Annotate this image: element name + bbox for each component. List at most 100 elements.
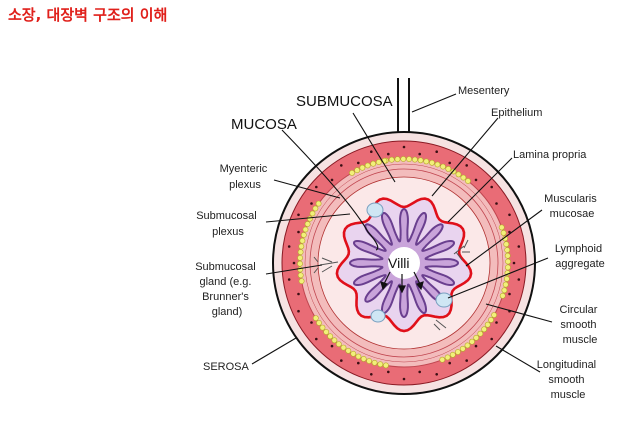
- mesentery-stalk: [397, 78, 410, 138]
- muscle-nucleus: [448, 361, 452, 365]
- plexus-ganglion: [316, 319, 322, 326]
- label-submucosa: SUBMUCOSA: [296, 93, 393, 110]
- submucosal-plexus-leader: [265, 213, 351, 223]
- muscle-nucleus: [512, 261, 516, 265]
- muscle-nucleus: [517, 278, 521, 281]
- plexus-ganglion: [439, 356, 446, 363]
- plexus-ganglion: [481, 326, 487, 333]
- lamina-propria-leader: [447, 157, 513, 223]
- label-muscularis-mucosae: Muscularis mucosae: [544, 193, 600, 220]
- lymphoid-aggregate-leader: [447, 257, 549, 299]
- plexus-ganglion: [370, 160, 377, 167]
- longitudinal-muscle-nuclei: [287, 145, 521, 381]
- plexus-ganglion: [297, 272, 304, 279]
- lumen: [388, 247, 420, 279]
- muscle-fibre-line: [304, 163, 504, 363]
- plexus-ganglion: [323, 329, 330, 335]
- muscle-nucleus: [465, 359, 469, 362]
- plexus-ganglion: [388, 156, 395, 163]
- muscle-nucleus: [370, 150, 373, 153]
- muscle-nucleus: [508, 230, 511, 234]
- plexus-ganglion: [491, 312, 497, 318]
- plexus-ganglion: [440, 163, 446, 170]
- plexus-ganglion: [394, 156, 401, 163]
- muscle-nucleus: [315, 185, 318, 189]
- plexus-ganglion: [501, 287, 508, 294]
- submucosal-gland: [313, 239, 470, 331]
- plexus-ganglion: [503, 241, 510, 248]
- plexus-ganglion: [464, 342, 471, 349]
- muscle-nucleus: [330, 178, 334, 182]
- muscle-nucleus: [508, 213, 511, 217]
- muscle-nucleus: [495, 202, 498, 205]
- muscle-nucleus: [292, 261, 296, 265]
- plexus-ganglion: [411, 156, 418, 163]
- muscle-fibre-line: [309, 168, 499, 358]
- plexus-ganglion: [449, 351, 456, 358]
- plexus-ganglion: [504, 247, 511, 253]
- label-mesentery: Mesentery: [458, 85, 510, 97]
- plexus-ganglion: [350, 350, 357, 357]
- muscle-nucleus: [495, 321, 498, 324]
- label-lamina-propria: Lamina propria: [513, 149, 587, 161]
- plexus-ganglion: [299, 237, 306, 244]
- plexus-ganglion: [354, 167, 360, 174]
- muscle-nucleus: [310, 321, 313, 324]
- plexus-ganglion: [503, 275, 510, 282]
- muscle-nucleus: [340, 359, 343, 362]
- plexus-ganglion: [484, 321, 491, 328]
- plexus-ganglion: [382, 362, 389, 369]
- plexus-ganglion: [488, 316, 494, 323]
- serosa-leader: [251, 337, 297, 365]
- plexus-ganglion: [312, 315, 319, 321]
- leader-lines: [251, 93, 553, 373]
- plexus-ganglion: [302, 226, 309, 233]
- plexus-ganglion: [499, 292, 506, 299]
- label-serosa: SEROSA: [203, 361, 250, 373]
- plexus-ganglion: [377, 361, 384, 368]
- page-title: 소장, 대장벽 구조의 이해: [8, 6, 168, 24]
- plexus-ganglion: [473, 334, 480, 341]
- plexus-ganglion: [444, 354, 451, 361]
- plexus-ganglion: [355, 353, 362, 360]
- muscle-nucleus: [330, 344, 334, 348]
- muscle-nucleus: [310, 202, 313, 205]
- muscle-nucleus: [387, 152, 390, 156]
- muscle-nucleus: [517, 245, 521, 248]
- plexus-ganglion: [335, 341, 342, 347]
- plexus-ganglion: [469, 338, 475, 345]
- plexus-ganglion: [417, 157, 424, 164]
- plexus-ganglion: [319, 324, 326, 331]
- plexus-ganglion: [434, 161, 441, 168]
- muscle-nucleus: [387, 370, 390, 374]
- circular-muscle-leader: [485, 303, 553, 323]
- epithelium-leader: [431, 117, 499, 197]
- lymphoid-aggregate: [366, 202, 453, 323]
- muscle-nucleus: [508, 292, 511, 296]
- plexus-ganglion: [315, 200, 322, 207]
- muscle-nucleus: [370, 373, 373, 376]
- muscle-nucleus: [287, 278, 291, 281]
- plexus-ganglion: [454, 349, 461, 355]
- plexus-ganglion: [375, 159, 382, 165]
- muscle-nucleus: [418, 370, 422, 374]
- plexus-ganglion: [504, 264, 511, 271]
- plexus-ganglion: [459, 345, 466, 352]
- plexus-ganglion: [349, 169, 355, 176]
- plexus-ganglion: [504, 252, 511, 259]
- plexus-ganglion: [465, 178, 471, 184]
- plexus-ganglion: [297, 254, 303, 261]
- plexus-ganglion: [297, 249, 304, 255]
- plexus-ganglion: [502, 281, 509, 288]
- plexus-ganglion: [477, 330, 484, 337]
- plexus-ganglion: [429, 159, 435, 166]
- muscle-nucleus: [340, 164, 343, 167]
- plexus-ganglion: [359, 164, 366, 171]
- plexus-ganglion: [327, 333, 334, 340]
- muscle-nucleus: [490, 337, 494, 341]
- label-villi: Villi: [388, 255, 410, 271]
- muscle-nucleus: [435, 373, 439, 376]
- plexus-ganglion: [455, 171, 462, 178]
- myenteric-plexus-ganglia: [297, 156, 511, 369]
